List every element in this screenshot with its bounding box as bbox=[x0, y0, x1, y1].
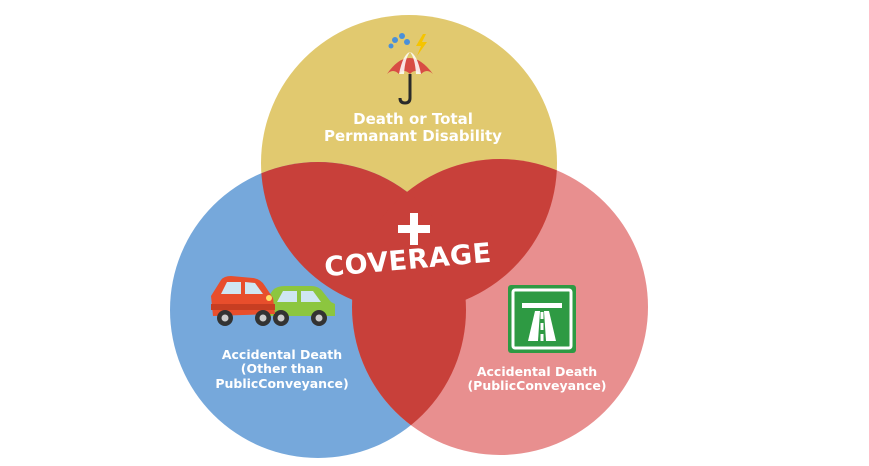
top-circle-label: Death or Total Permanant Disability bbox=[280, 110, 546, 146]
overlap-left-right bbox=[352, 162, 466, 455]
right-circle-label: Accidental Death (PublicConveyance) bbox=[452, 364, 622, 394]
right-label-line2: (PublicConveyance) bbox=[467, 378, 607, 394]
left-label-line2: (Other than bbox=[240, 361, 324, 377]
right-label-line1: Accidental Death bbox=[476, 364, 598, 379]
highway-sign-icon bbox=[508, 285, 576, 353]
car-crash-icon bbox=[211, 276, 335, 326]
umbrella-rain-lightning-icon bbox=[387, 33, 433, 105]
left-label-line3: PublicConveyance) bbox=[215, 375, 349, 391]
top-label-line1: Death or Total bbox=[353, 110, 473, 128]
plus-icon bbox=[390, 205, 438, 253]
left-circle-label: Accidental Death (Other than PublicConve… bbox=[206, 347, 358, 391]
top-label-line2: Permanant Disability bbox=[324, 127, 502, 146]
left-label-line1: Accidental Death bbox=[221, 347, 343, 362]
